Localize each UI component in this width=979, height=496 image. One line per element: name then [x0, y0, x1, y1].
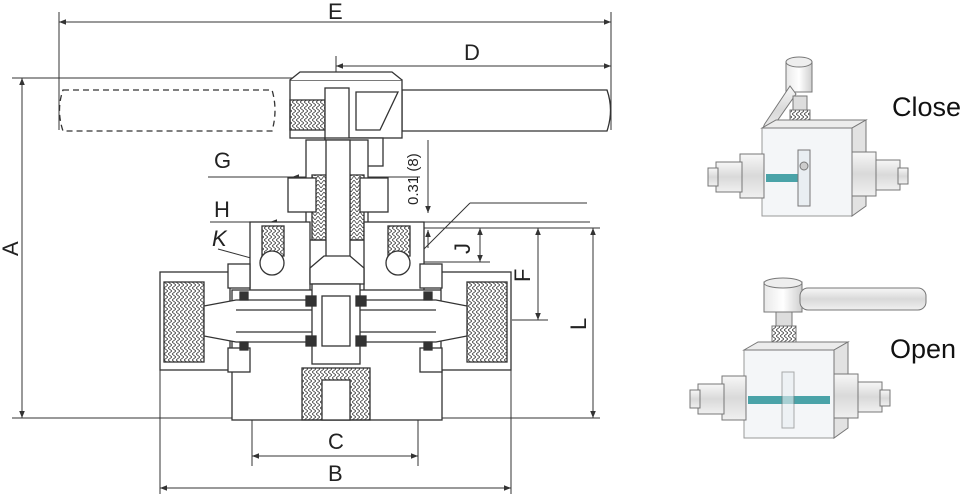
- dim-label-c: C: [328, 429, 344, 454]
- dim-label-d: D: [464, 40, 480, 65]
- dim-label-e: E: [328, 0, 343, 24]
- dim-label-h: H: [214, 197, 230, 222]
- valve-body: [159, 263, 512, 421]
- dim-label-f: F: [510, 269, 535, 282]
- state-label-open: Open: [890, 334, 957, 364]
- valve-render-closed: [707, 56, 909, 217]
- dim-label-k: K: [212, 226, 228, 251]
- dim-label-j: J: [450, 243, 475, 254]
- dim-label-stroke: 0.31 (8): [405, 153, 422, 205]
- valve-render-open: [689, 277, 927, 439]
- state-label-close: Close: [892, 92, 962, 122]
- dim-label-b: B: [328, 461, 343, 486]
- dim-label-g: G: [214, 148, 231, 173]
- dim-label-a: A: [0, 241, 23, 256]
- flow-indicator-closed: [766, 174, 802, 182]
- valve-bonnet: [249, 139, 425, 293]
- dim-label-l: L: [566, 318, 591, 330]
